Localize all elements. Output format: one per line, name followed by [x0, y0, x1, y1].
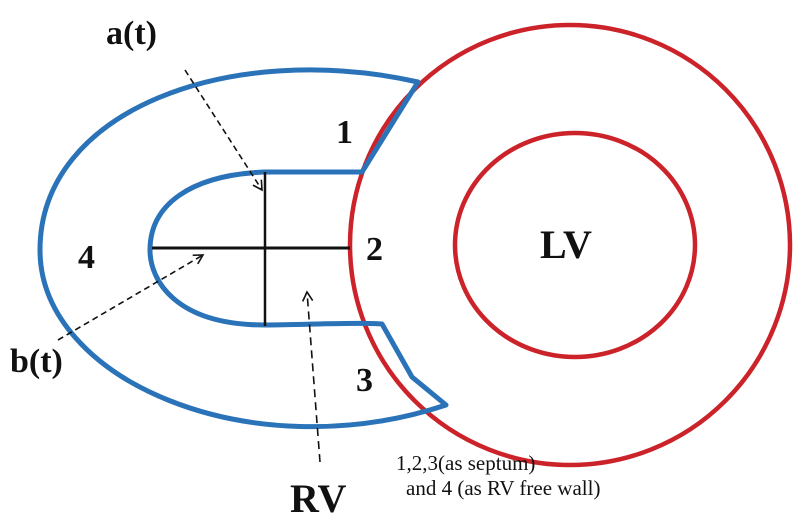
segment-4-label: 4 — [78, 239, 95, 276]
note-line-2: and 4 (as RV free wall) — [406, 476, 600, 500]
a-t-label: a(t) — [106, 15, 157, 52]
b-t-arrow — [57, 254, 205, 341]
note-line-1: 1,2,3(as septum) — [396, 451, 535, 475]
rv-outer-wall — [37, 67, 449, 429]
segment-3-label: 3 — [356, 362, 373, 399]
rv-arrow — [301, 290, 321, 463]
lv-label: LV — [540, 222, 592, 267]
lv-outer-wall — [347, 22, 793, 468]
segment-1-label: 1 — [336, 114, 353, 151]
a-t-arrow — [184, 69, 263, 192]
rv-label: RV — [290, 476, 346, 520]
lv-inner-cavity — [452, 130, 698, 360]
segment-2-label: 2 — [366, 231, 383, 268]
b-t-label: b(t) — [10, 343, 63, 380]
